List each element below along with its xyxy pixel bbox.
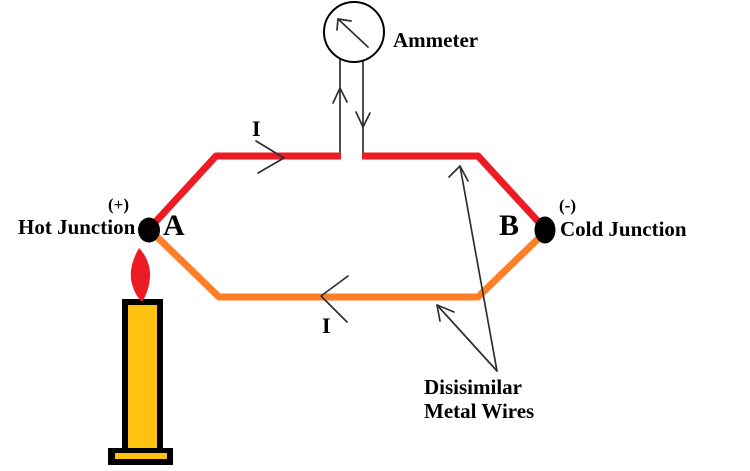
note-arrow-to-cold-wire	[436, 304, 498, 372]
hot-wire-right-segment	[362, 152, 548, 232]
candle-body-icon	[128, 305, 157, 448]
ammeter-needle-arrowhead	[336, 18, 352, 31]
lead-down-arrow-icon	[355, 111, 371, 128]
flame-icon	[130, 248, 151, 302]
cold-polarity-label: (-)	[559, 196, 576, 215]
current-arrow-top-icon	[255, 140, 285, 174]
current-arrow-bottom-icon	[320, 275, 349, 323]
junction-a-label: A	[163, 209, 185, 242]
note-arrow-to-cold-wire-head	[436, 304, 455, 322]
hot-polarity-label: (+)	[108, 195, 130, 214]
current-bottom-label: I	[322, 313, 331, 338]
note-line2-label: Metal Wires	[424, 399, 535, 423]
hot-junction-label: Hot Junction	[18, 215, 136, 239]
junction-b-label: B	[499, 209, 520, 242]
note-arrow-to-hot-wire	[459, 165, 498, 372]
ammeter-needle-icon	[337, 18, 369, 48]
cold-junction-dot	[534, 216, 556, 244]
ammeter-dial-icon	[323, 1, 385, 63]
hot-wire-left-segment	[146, 152, 341, 232]
current-top-label: I	[252, 116, 261, 141]
lead-up-arrow-icon	[332, 87, 348, 104]
candle-base-icon	[115, 453, 167, 459]
cold-junction-label: Cold Junction	[560, 217, 687, 241]
cold-wire	[150, 229, 548, 301]
note-arrow-to-hot-wire-head	[448, 165, 469, 182]
ammeter-label: Ammeter	[393, 28, 479, 52]
note-line1-label: Disisimilar	[424, 375, 522, 399]
hot-junction-dot	[138, 217, 160, 243]
